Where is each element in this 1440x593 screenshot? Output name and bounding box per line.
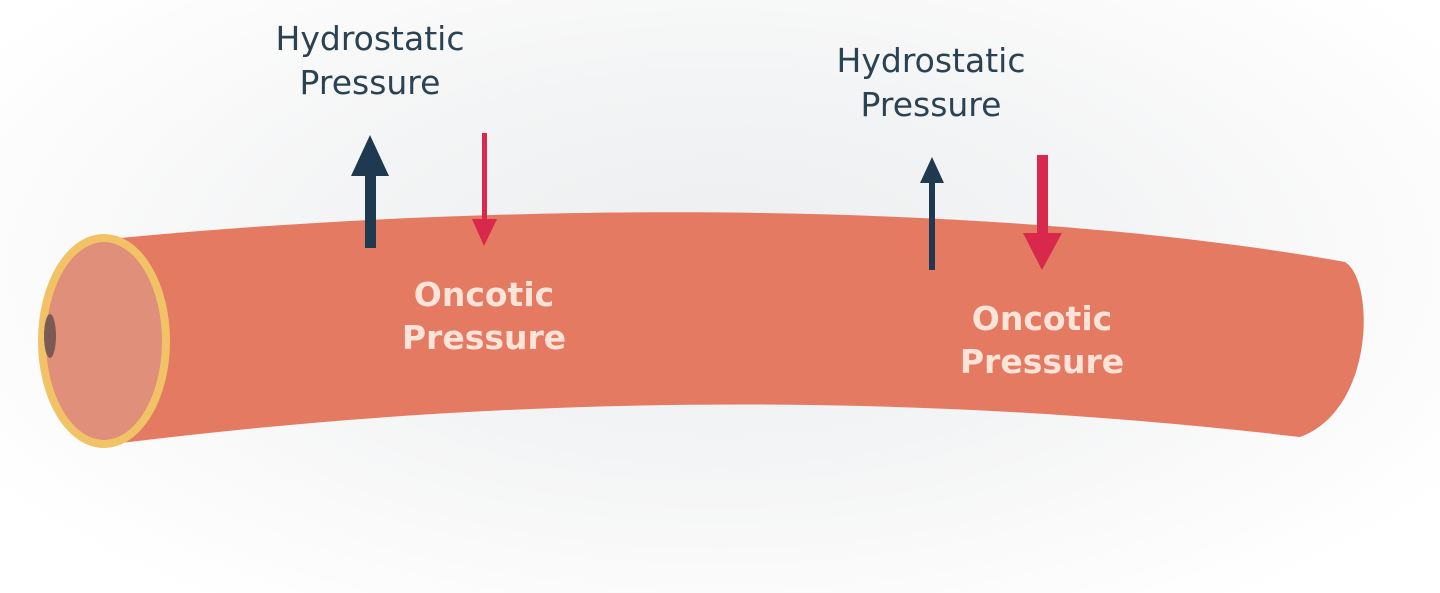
- oncotic-label-2-line-1: Oncotic: [972, 299, 1112, 338]
- hydrostatic-label-1-line-1: Hydrostatic: [276, 19, 465, 58]
- hydrostatic-arrow-2: [920, 157, 944, 270]
- hydrostatic-label-2-line-2: Pressure: [861, 85, 1002, 124]
- blood-vessel-body: [100, 212, 1364, 445]
- vessel-cross-section: [38, 234, 170, 448]
- vessel-lumen-dot: [44, 314, 56, 358]
- hydrostatic-arrow-1: [351, 135, 389, 248]
- oncotic-arrow-1: [472, 133, 497, 246]
- hydrostatic-label-1-line-2: Pressure: [300, 63, 441, 102]
- hydrostatic-label-2-line-1: Hydrostatic: [837, 41, 1026, 80]
- oncotic-label-1-line-2: Pressure: [402, 318, 566, 357]
- oncotic-label-1-line-1: Oncotic: [414, 275, 554, 314]
- oncotic-label-2-line-2: Pressure: [960, 342, 1124, 381]
- oncotic-arrow-2: [1023, 155, 1062, 270]
